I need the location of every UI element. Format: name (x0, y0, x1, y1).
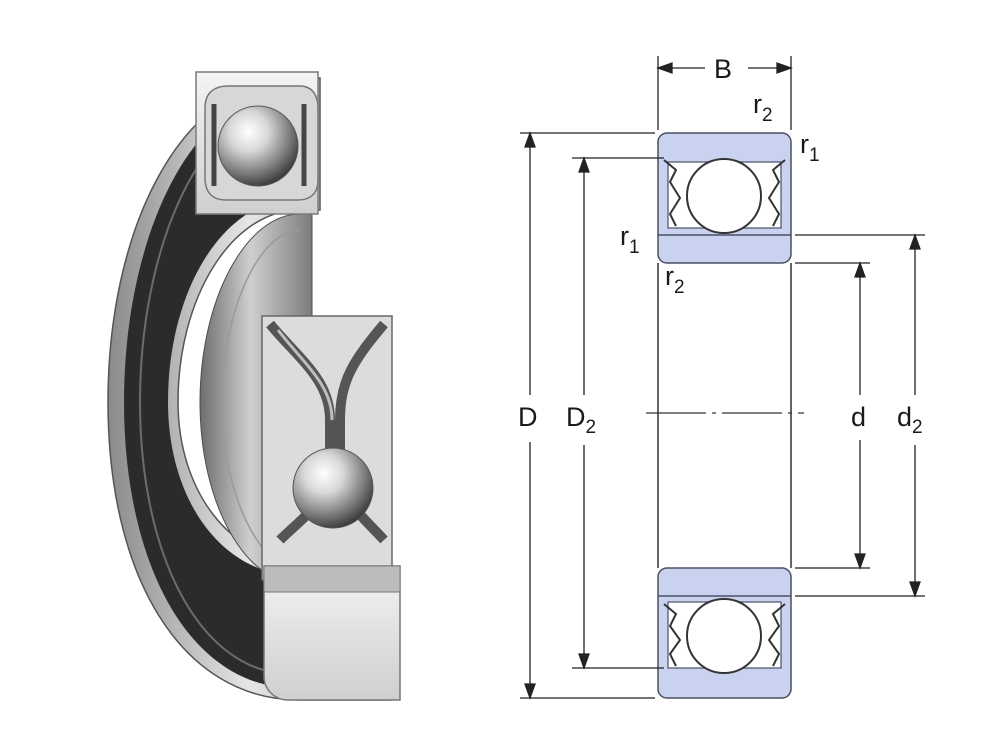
label-width-b: B (714, 54, 732, 84)
label-radius-top-left: r2 (753, 89, 773, 126)
label-bore: d (851, 402, 866, 432)
label-radius-top-right: r1 (800, 129, 820, 166)
bearing-cross-section-drawing: B D D2 d d2 r2 r1 r1 r2 (518, 54, 925, 700)
label-radius-mid-bottom: r2 (665, 261, 685, 298)
label-shoulder-outer: D2 (566, 402, 596, 438)
label-shoulder-inner: d2 (897, 402, 923, 438)
label-radius-mid-left: r1 (620, 221, 640, 258)
bearing-render-illustration (107, 71, 401, 701)
lower-ring-section (657, 567, 792, 699)
label-outer-diameter: D (518, 402, 538, 432)
upper-ring-section (657, 132, 792, 264)
